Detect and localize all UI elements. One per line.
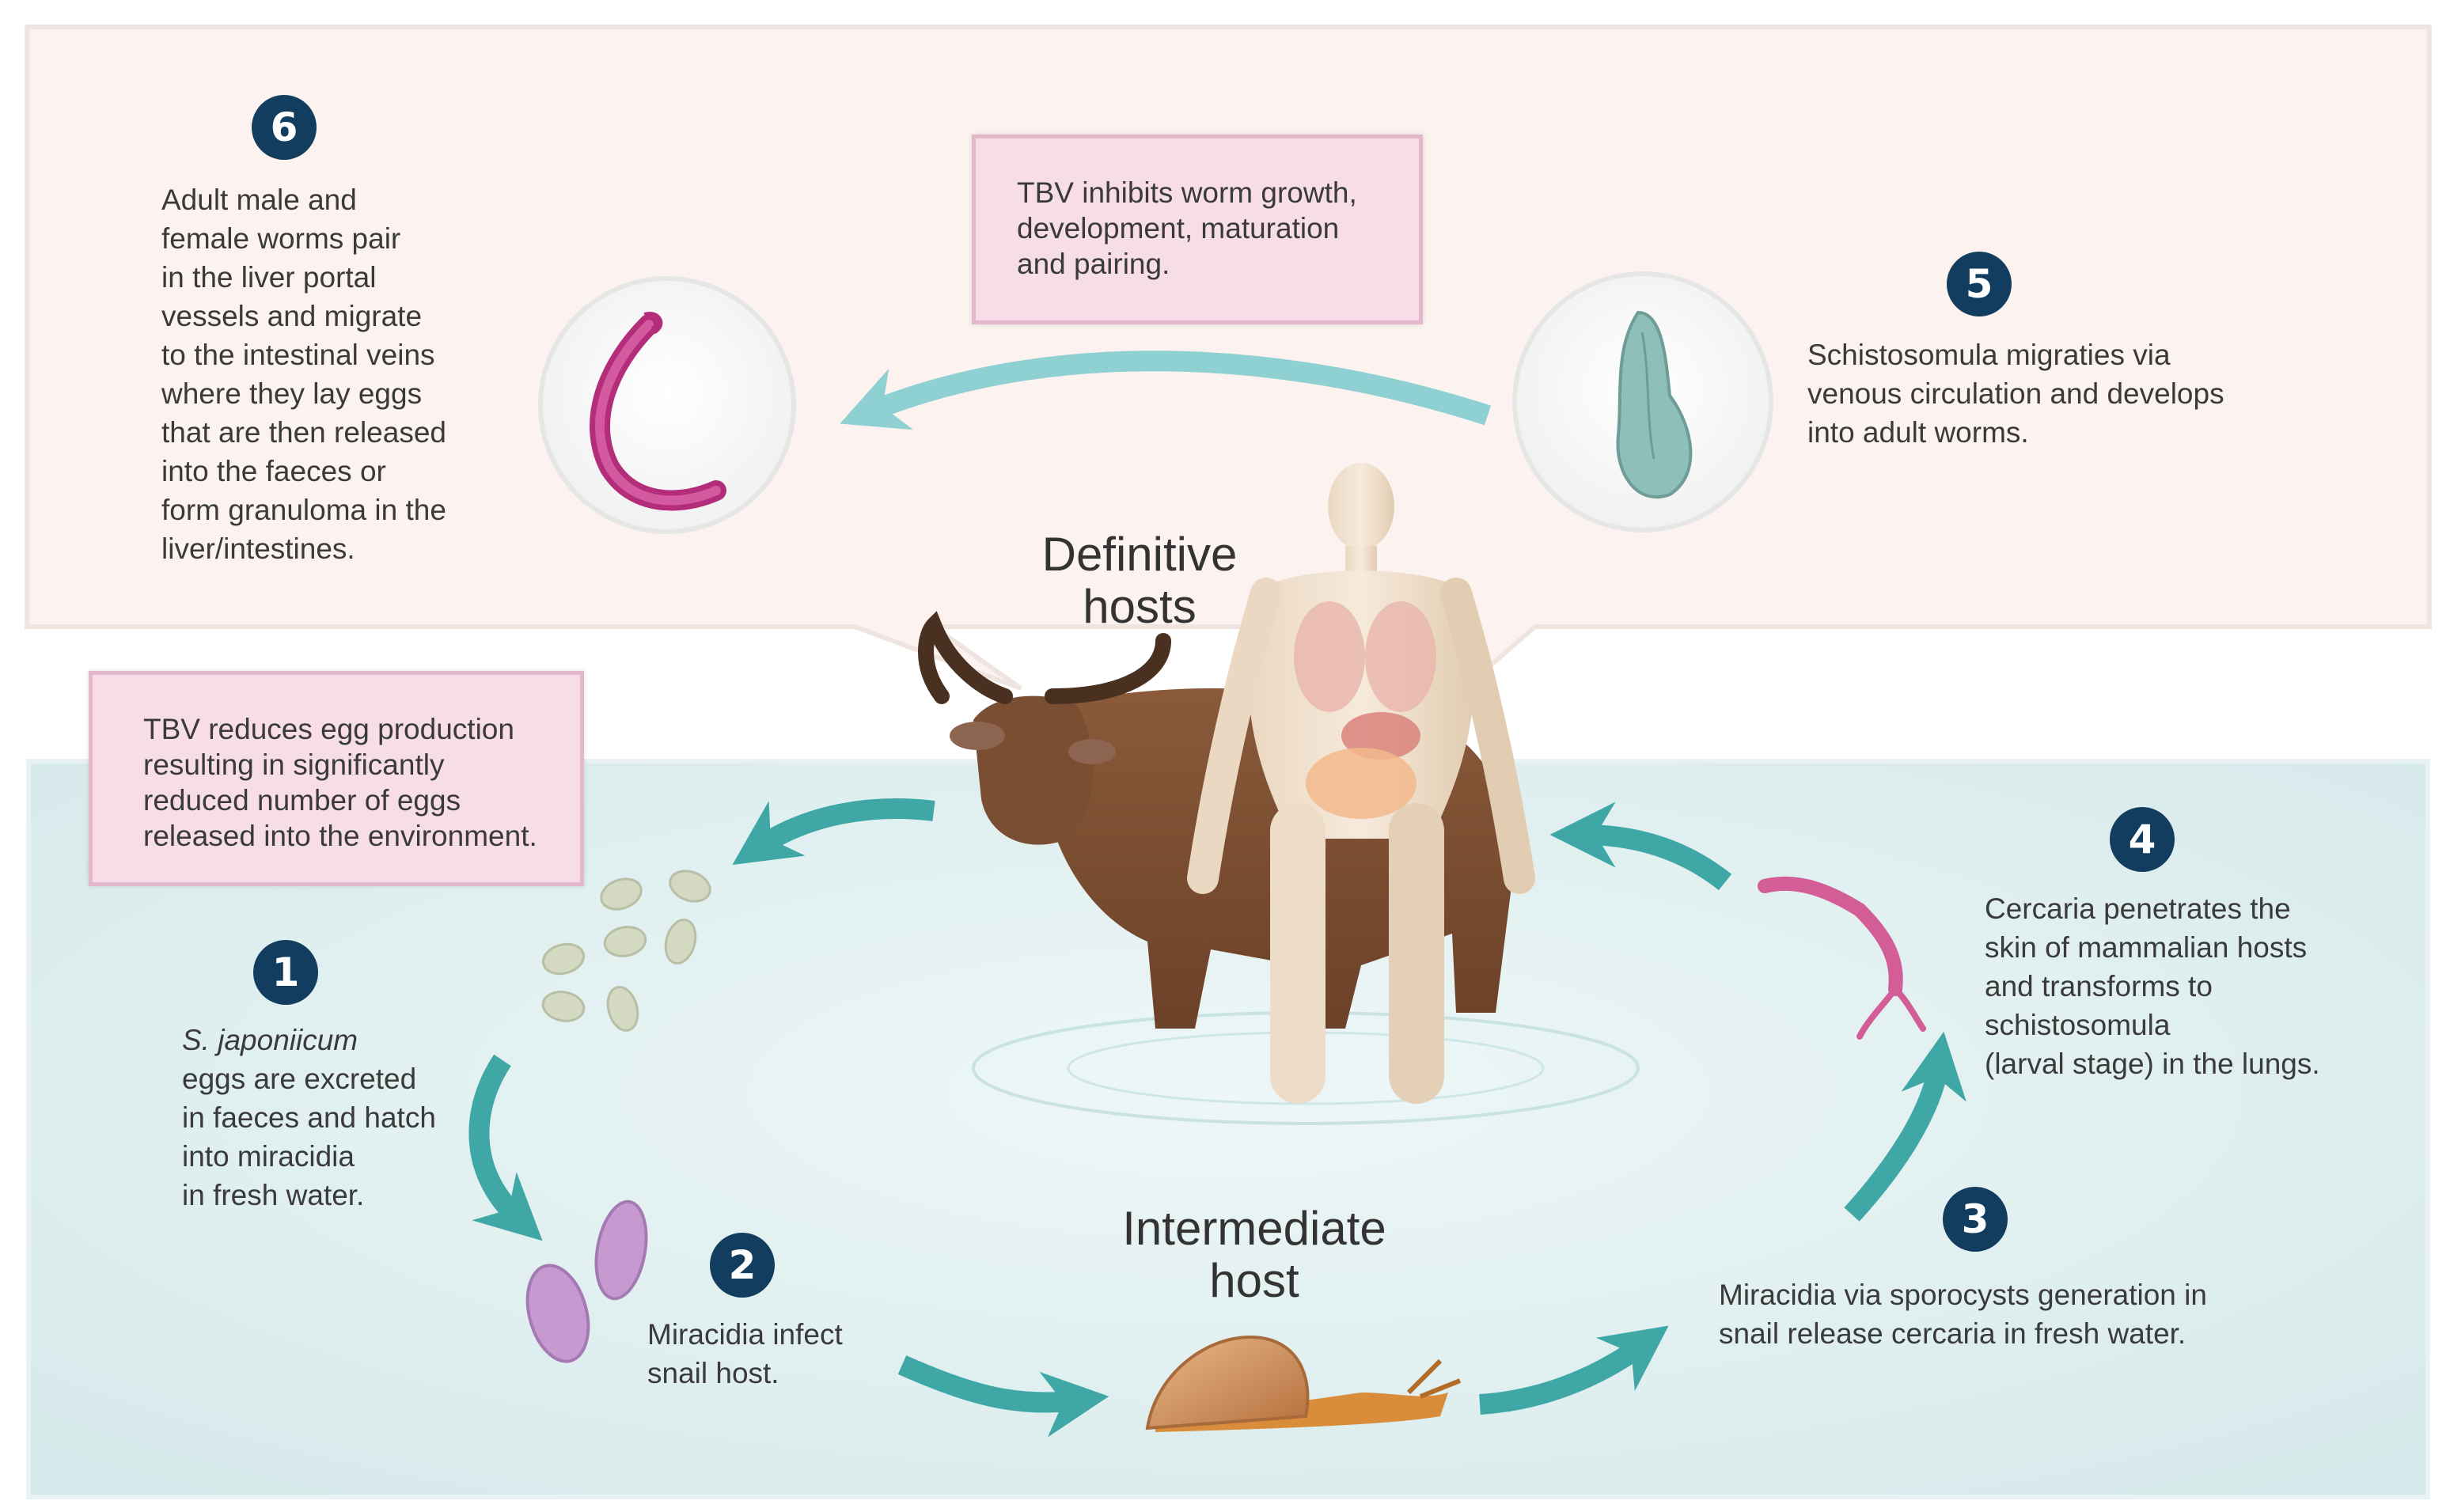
step-1-text: S. japoniicum eggs are excreted in faece…: [182, 1021, 499, 1215]
step-4-text: Cercaria penetrates the skin of mammalia…: [1985, 889, 2412, 1083]
step-1-badge: 1: [253, 940, 318, 1005]
step-5-badge: 5: [1947, 252, 2012, 316]
step-1-description: eggs are excreted in faeces and hatch in…: [182, 1063, 436, 1211]
step-6-text: Adult male and female worms pair in the …: [161, 180, 510, 568]
intermediate-host-label: Intermediate host: [1104, 1203, 1405, 1307]
step-2-badge: 2: [710, 1233, 775, 1298]
step-5-text: Schistosomula migraties via venous circu…: [1807, 335, 2314, 452]
step-4-badge: 4: [2110, 807, 2175, 872]
step-2-text: Miracidia infect snail host.: [647, 1315, 916, 1393]
step-3-text: Miracidia via sporocysts generation in s…: [1719, 1275, 2289, 1353]
page-number: 2: [2327, 1307, 2340, 1334]
species-name: S. japoniicum: [182, 1024, 358, 1056]
tbv-note-left-text: TBV reduces egg production resulting in …: [143, 711, 580, 854]
step-6-badge: 6: [252, 95, 317, 160]
tbv-note-top-text: TBV inhibits worm growth, development, m…: [1017, 175, 1419, 282]
definitive-hosts-label: Definitive hosts: [1021, 529, 1258, 633]
tbv-note-left: TBV reduces egg production resulting in …: [89, 671, 584, 886]
tbv-note-top: TBV inhibits worm growth, development, m…: [972, 135, 1423, 324]
step-3-badge: 3: [1943, 1187, 2008, 1252]
